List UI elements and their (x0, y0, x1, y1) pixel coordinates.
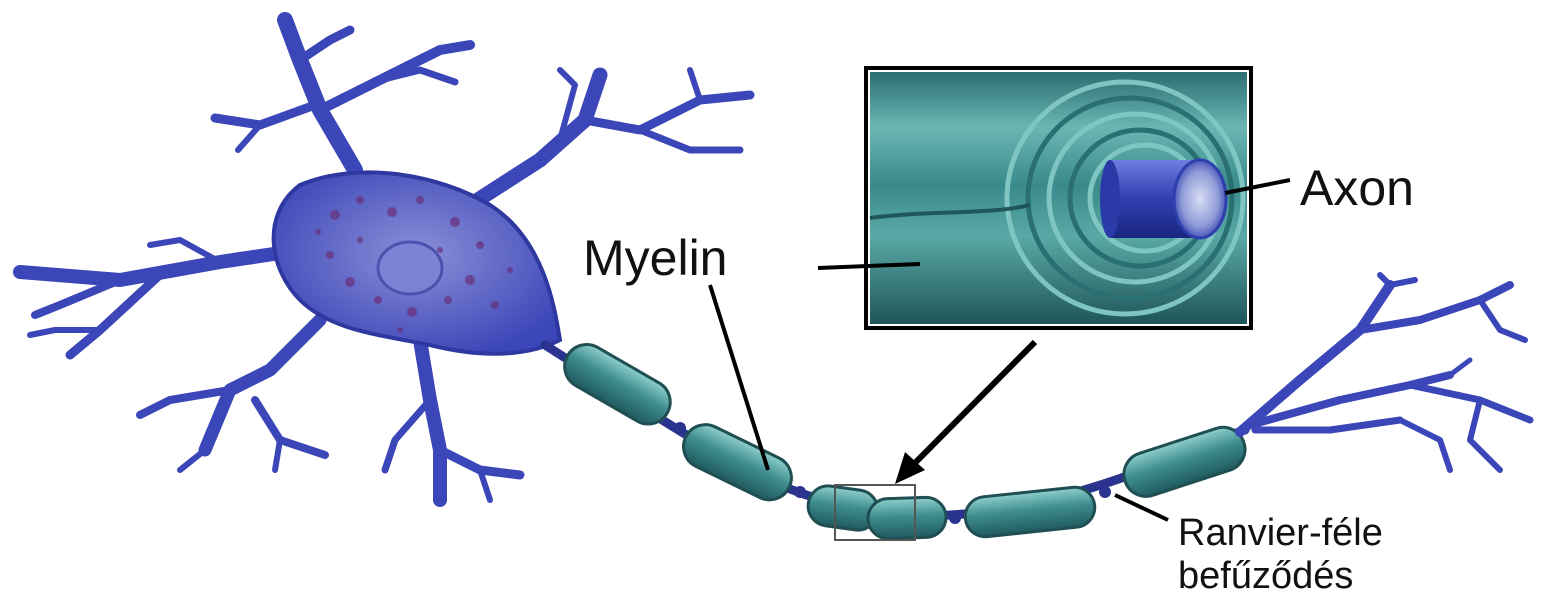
myelin-label: Myelin (583, 230, 727, 286)
nucleus (378, 242, 442, 294)
axon-terminals (1240, 275, 1530, 470)
inset-cross-section (866, 68, 1251, 328)
myelin-segment (1118, 422, 1250, 502)
myelin-segment (557, 336, 679, 432)
axon-end (1174, 160, 1226, 238)
node-label-line2: befűződés (1178, 555, 1353, 593)
node-leader-line (1115, 495, 1168, 520)
zoom-pointer-arrow (908, 342, 1035, 470)
node-label-line1: Ranvier-féle (1178, 512, 1383, 554)
axon-label: Axon (1300, 160, 1414, 216)
myelin-segment (963, 485, 1096, 538)
myelin-segment (676, 417, 799, 507)
myelin-segment (867, 497, 946, 540)
